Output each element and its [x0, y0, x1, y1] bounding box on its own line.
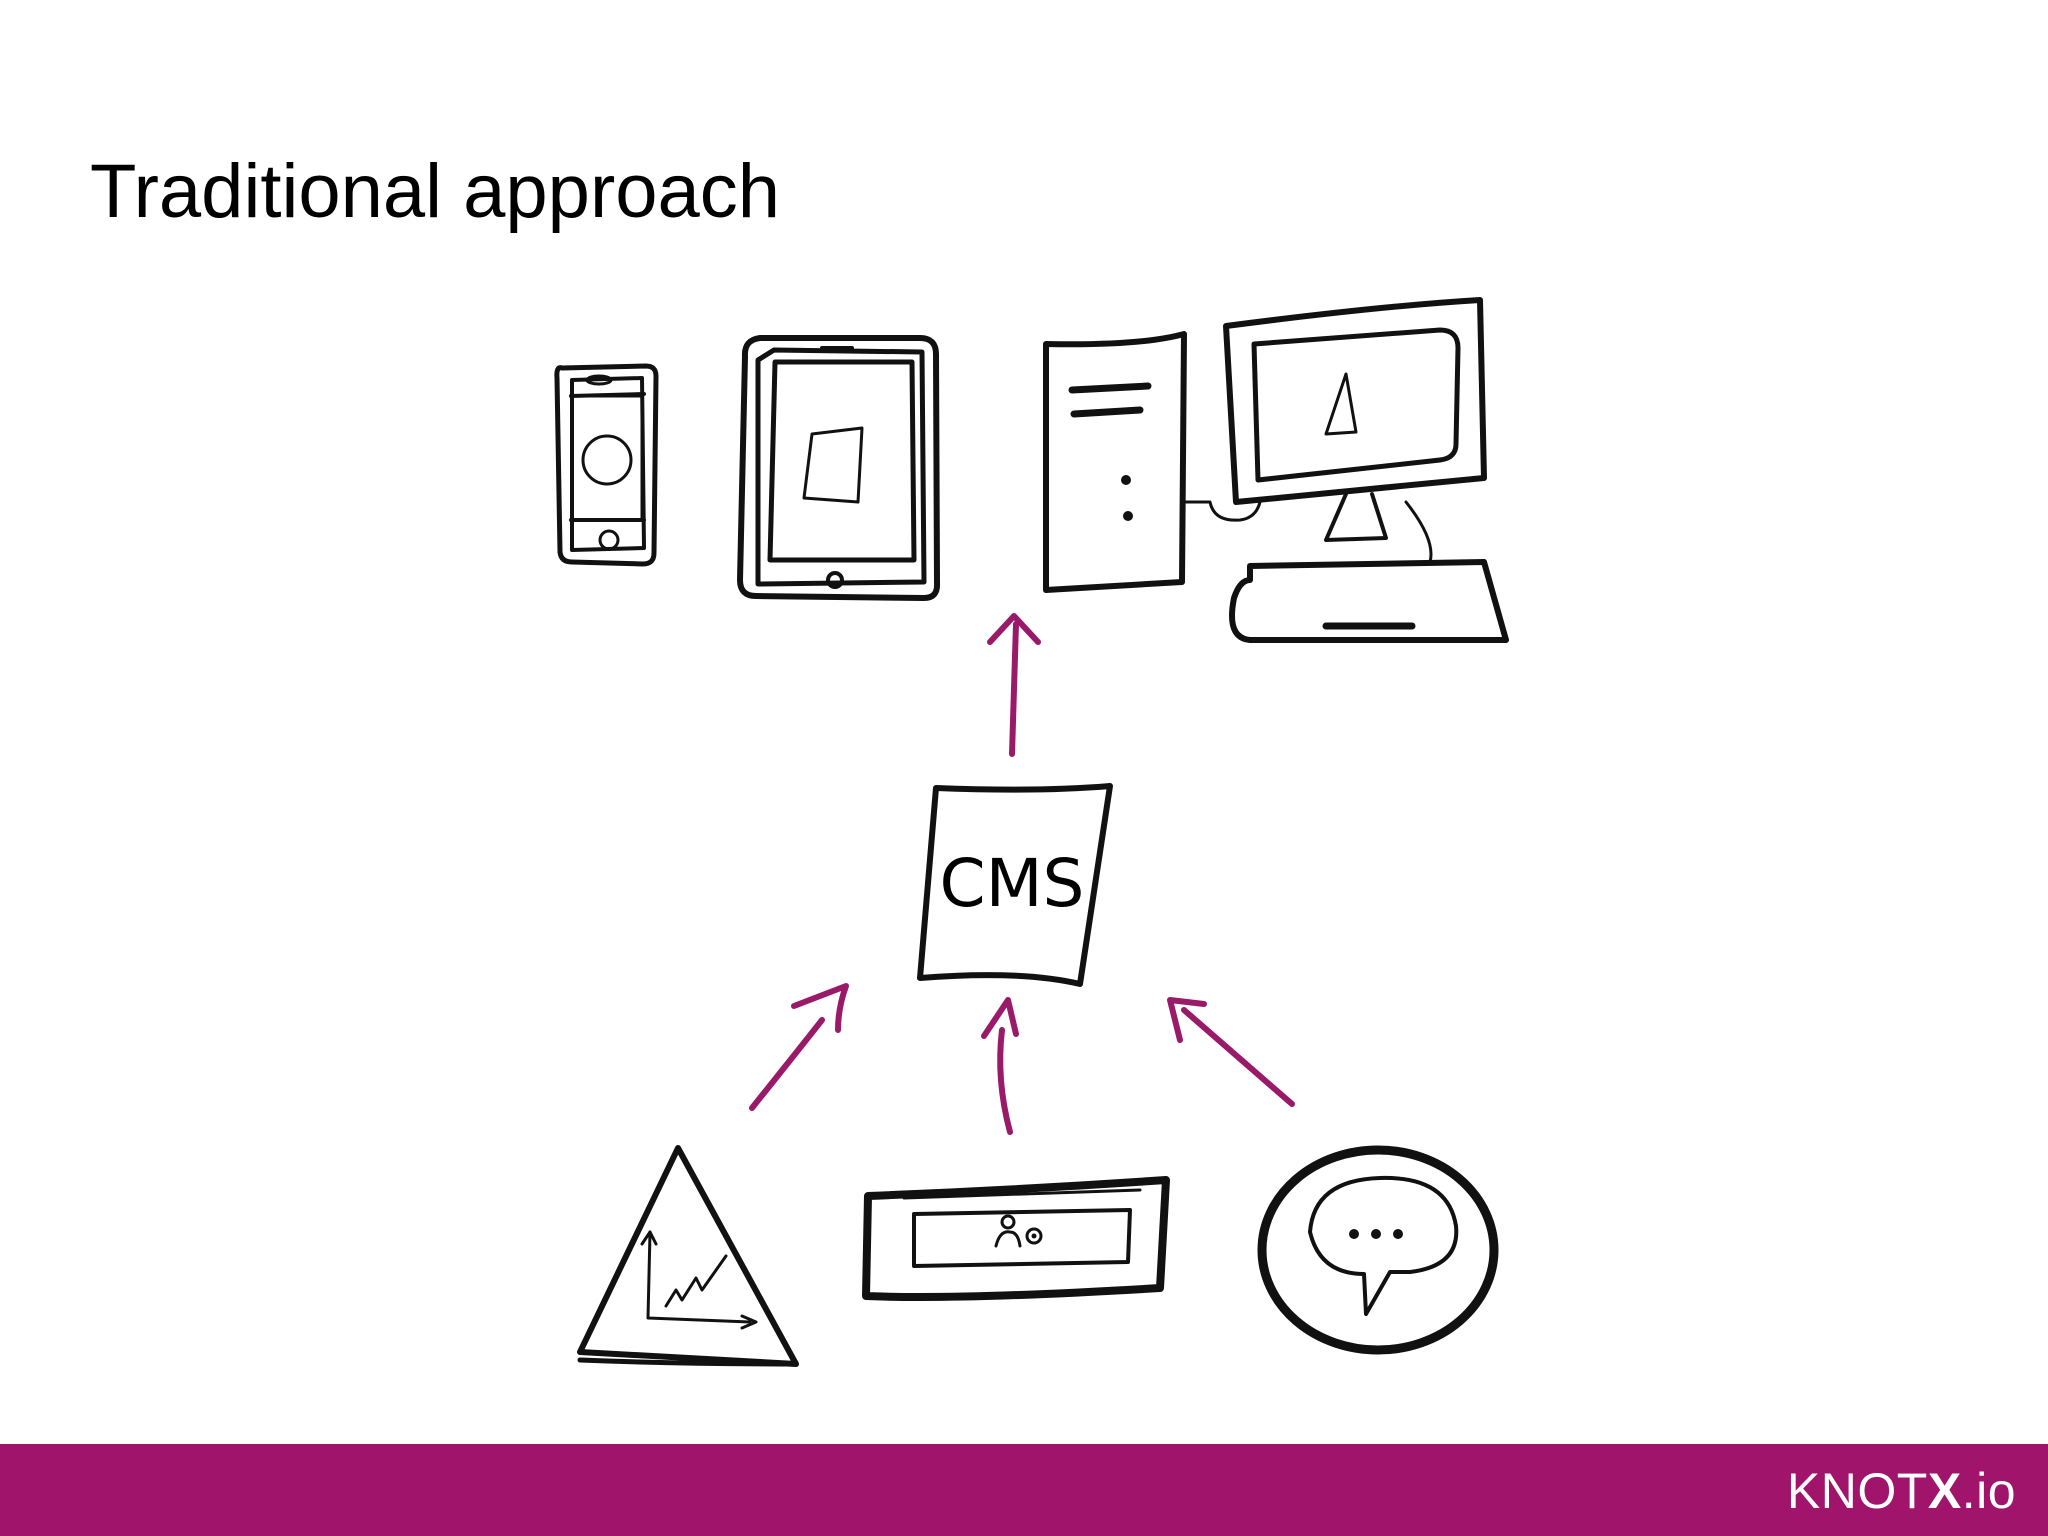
- arrow-analytics-to-cms: [749, 983, 849, 1111]
- arrow-admin-to-cms: [981, 997, 1019, 1135]
- admin-panel-icon: [862, 1176, 1170, 1301]
- arrow-cms-to-devices: [987, 613, 1041, 757]
- brand-prefix: KNOT: [1786, 1463, 1928, 1519]
- footer-brand-logo: KNOTX.io: [1787, 1462, 2016, 1520]
- brand-bold: X: [1927, 1463, 1962, 1519]
- cms-label: CMS: [940, 845, 1085, 922]
- arrow-chat-to-cms: [1167, 997, 1295, 1107]
- keyboard-icon: [1229, 559, 1509, 643]
- desktop-monitor-icon: [1223, 297, 1487, 564]
- desktop-tower-icon: [1043, 331, 1262, 593]
- analytics-triangle-icon: [577, 1145, 799, 1367]
- footer-bar: KNOTX.io: [0, 1444, 2048, 1536]
- chat-bubble-icon: [1257, 1145, 1499, 1355]
- brand-suffix: .io: [1961, 1463, 2016, 1519]
- tablet-icon: [737, 335, 941, 601]
- traditional-approach-diagram: CMS: [554, 297, 1509, 1367]
- slide-title: Traditional approach: [90, 149, 781, 234]
- smartphone-icon: [554, 363, 659, 567]
- cms-box: CMS: [917, 783, 1113, 987]
